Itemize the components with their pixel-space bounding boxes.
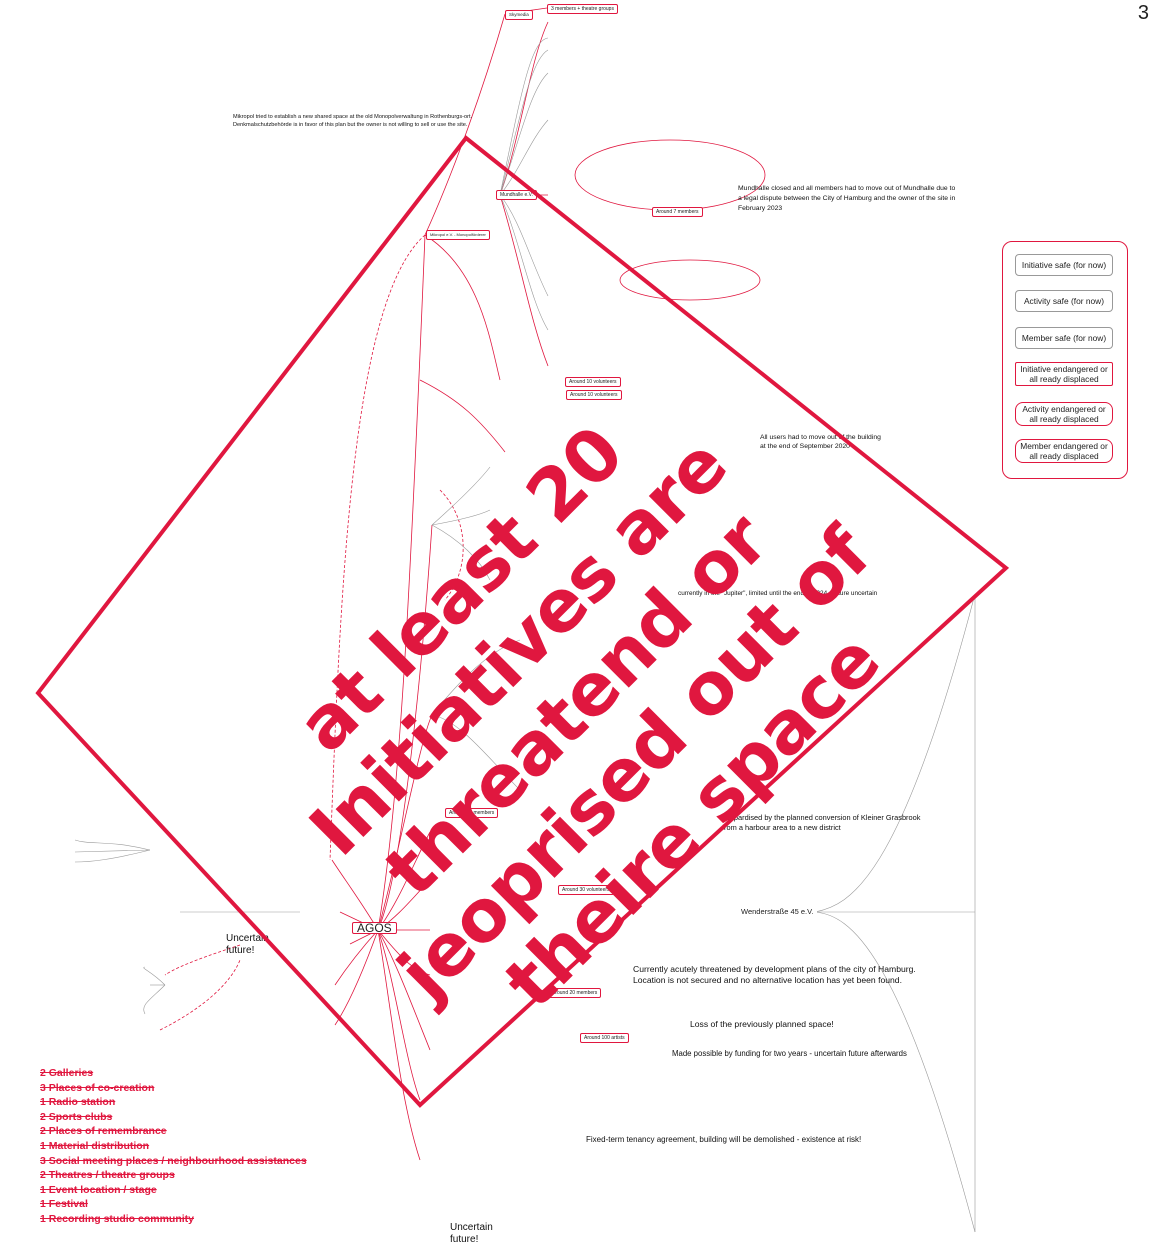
note-jupiter: currently in the "Jupiter", limited unti… — [678, 590, 878, 597]
node-around30: Around 30 members — [445, 808, 499, 818]
category-item: 2 Places of remembrance — [40, 1125, 167, 1138]
category-item: 1 Recording studio community — [40, 1212, 195, 1225]
note-threatened: Currently acutely threatened by developm… — [633, 964, 916, 985]
legend-initiative-safe: Initiative safe (for now) — [1015, 254, 1113, 276]
note-tenancy: Fixed-term tenancy agreement, building w… — [586, 1135, 862, 1144]
note-uncertain-1: Uncertain future! — [226, 933, 269, 956]
note-mundhalle: Mundhalle closed and all members had to … — [738, 185, 956, 212]
category-item: 2 Sports clubs — [40, 1110, 113, 1123]
diamond-frame — [35, 135, 1010, 1108]
node-mikropol: Mikropol e.V. - Monopolförderer — [426, 230, 490, 240]
legend-initiative-endangered: Initiative endangered or all ready displ… — [1015, 362, 1113, 386]
category-item: 1 Event location / stage — [40, 1183, 157, 1196]
category-item: 1 Festival — [40, 1198, 88, 1211]
category-item: 3 Social meeting places / neighbourhood … — [40, 1154, 307, 1167]
legend-activity-safe: Activity safe (for now) — [1015, 290, 1113, 312]
node-members-theatre: 3 members + theatre groups — [547, 4, 618, 14]
category-list: 2 Galleries 3 Places of co-creation 1 Radi… — [40, 1066, 307, 1227]
note-funding: Made possible by funding for two years -… — [672, 1049, 907, 1058]
legend: Initiative safe (for now) Activity safe … — [1002, 241, 1128, 479]
note-loss: Loss of the previously planned space! — [690, 1019, 834, 1029]
note-uncertain-2: Uncertain future! — [450, 1222, 493, 1245]
category-item: 2 Theatres / theatre groups — [40, 1169, 175, 1182]
node-around7: Around 7 members — [652, 207, 703, 217]
category-item: 2 Galleries — [40, 1067, 94, 1079]
note-mikropol: Mikropol tried to establish a new shared… — [233, 114, 473, 128]
node-around10a: Around 10 volunteers — [566, 390, 622, 400]
node-skymedia: Skymedia — [505, 10, 533, 20]
node-around10: Around 10 volunteers — [565, 377, 621, 387]
node-center: AGOS — [352, 922, 397, 934]
node-around30v: Around 30 volunteers — [558, 885, 614, 895]
legend-member-endangered: Member endangered or all ready displaced — [1015, 439, 1113, 463]
note-grasbrook: Jeopardised by the planned conversion of… — [722, 813, 921, 832]
note-building: All users had to move out of the buildin… — [760, 434, 881, 450]
category-item: 1 Material distribution — [40, 1139, 150, 1152]
legend-activity-endangered: Activity endangered or all ready displac… — [1015, 402, 1113, 426]
node-wenderstrasse: Wenderstraße 45 e.V. — [738, 908, 817, 916]
node-around20: Around 20 members — [548, 988, 602, 998]
page-number: 3 — [1137, 2, 1149, 24]
legend-member-safe: Member safe (for now) — [1015, 327, 1113, 349]
node-around100: Around 100 artists — [580, 1033, 629, 1043]
category-item: 3 Places of co-creation — [40, 1081, 155, 1094]
category-item: 1 Radio station — [40, 1096, 116, 1109]
